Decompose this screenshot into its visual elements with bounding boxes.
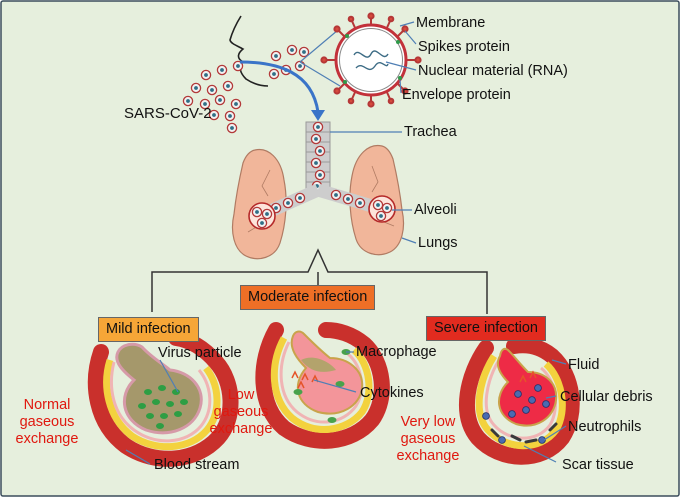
moderate-outcome-line: Low — [227, 387, 255, 403]
alveoli-right — [368, 195, 396, 223]
lungs-label: Lungs — [418, 235, 458, 251]
mild-outcome-line: exchange — [15, 431, 79, 448]
cellular-debris-leader — [545, 395, 557, 399]
mild-outcome-text: Normal gaseous exchange — [6, 397, 88, 448]
severe-outcome-line: gaseous — [400, 431, 456, 448]
virus-particle-large — [320, 12, 422, 108]
mild-outcome-line: gaseous — [19, 414, 75, 431]
scar-tissue-leader — [523, 445, 557, 463]
virus-particle-label: Virus particle — [158, 345, 242, 361]
rna-label: Nuclear material (RNA) — [418, 63, 568, 79]
breath-arrowhead — [311, 110, 325, 121]
cellular-debris-label: Cellular debris — [560, 389, 653, 405]
severe-outcome-text: Very low gaseous exchange — [384, 414, 472, 465]
blood-stream-leader — [125, 449, 151, 465]
trachea-label: Trachea — [404, 124, 457, 140]
alveolus-severe — [459, 337, 580, 465]
fluid-leader — [551, 359, 567, 365]
zoom-line — [299, 29, 339, 63]
head-profile — [229, 15, 269, 87]
zoom-line — [299, 61, 341, 87]
cytokines-leader — [313, 379, 357, 393]
trachea — [305, 121, 331, 192]
virus-leaders — [385, 21, 417, 94]
mild-infection-badge: Mild infection — [98, 317, 199, 342]
cytokines-label: Cytokines — [360, 385, 424, 401]
macrophage-label: Macrophage — [356, 344, 437, 360]
severe-outcome-line: Very low — [400, 414, 456, 430]
breath-arrow — [239, 60, 320, 113]
severe-outcome-line: exchange — [396, 448, 460, 465]
lungs-leader — [401, 237, 417, 244]
scar-tissue-label: Scar tissue — [562, 457, 634, 473]
moderate-outcome-text: Low gaseous exchange — [204, 387, 278, 438]
fluid-label: Fluid — [568, 357, 600, 373]
stage-bracket — [151, 248, 488, 314]
moderate-outcome-line: exchange — [209, 421, 273, 438]
moderate-outcome-line: gaseous — [213, 404, 269, 421]
virus-name-label: SARS-CoV-2 — [124, 105, 212, 122]
alveolus-mild — [87, 330, 239, 467]
spikes-protein-label: Spikes protein — [418, 39, 510, 55]
lung-veins — [247, 165, 395, 233]
neutrophils-label: Neutrophils — [568, 419, 642, 435]
alveoli-left — [248, 202, 276, 230]
severe-infection-badge: Severe infection — [426, 316, 546, 341]
moderate-infection-badge: Moderate infection — [240, 285, 376, 310]
bronchi — [265, 183, 374, 218]
neutrophils-leader — [543, 425, 567, 441]
virus-particle-leader — [159, 359, 179, 393]
blood-stream-label: Blood stream — [154, 457, 240, 473]
envelope-protein-label: Envelope protein — [402, 87, 511, 103]
membrane-label: Membrane — [416, 15, 486, 31]
alveoli-label: Alveoli — [414, 202, 457, 218]
mild-outcome-line: Normal — [23, 397, 71, 413]
